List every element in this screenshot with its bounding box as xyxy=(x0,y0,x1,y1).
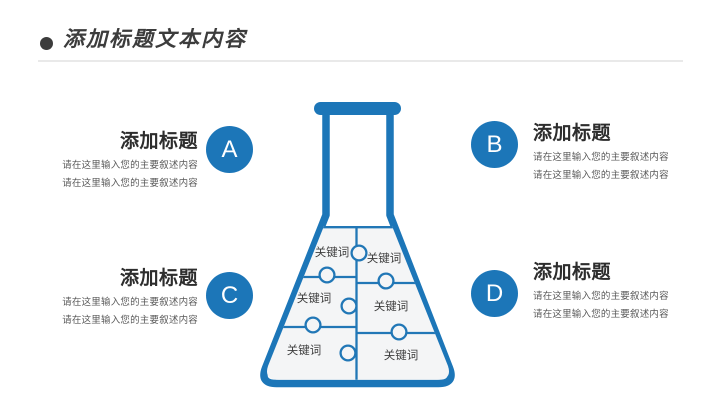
section-d-desc-line: 请在这里输入您的主要叙述内容 xyxy=(533,291,669,302)
section-c-title: 添加标题 xyxy=(119,268,198,289)
flask-keyword-label: 关键词 xyxy=(315,245,350,259)
puzzle-knob xyxy=(390,323,408,341)
section-a-desc-line: 请在这里输入您的主要叙述内容 xyxy=(62,178,198,189)
step-badge-d: D xyxy=(471,270,518,317)
section-d-title: 添加标题 xyxy=(533,262,612,283)
flask-keyword-label: 关键词 xyxy=(374,299,409,313)
flask-keyword-label: 关键词 xyxy=(384,348,419,362)
step-badge-a-letter: A xyxy=(221,135,238,163)
flask-rim xyxy=(314,102,401,115)
step-badge-a: A xyxy=(206,126,253,173)
flask-keyword-label: 关键词 xyxy=(287,343,322,357)
section-b: 添加标题 请在这里输入您的主要叙述内容 请在这里输入您的主要叙述内容 xyxy=(533,123,701,184)
section-a-desc-line: 请在这里输入您的主要叙述内容 xyxy=(62,160,198,171)
step-badge-b: B xyxy=(471,121,518,168)
section-c-desc-line: 请在这里输入您的主要叙述内容 xyxy=(62,315,198,326)
flask-icon: 关键词 关键词 关键词 关键词 关键词 关键词 xyxy=(260,102,455,388)
section-d: 添加标题 请在这里输入您的主要叙述内容 请在这里输入您的主要叙述内容 xyxy=(533,262,701,323)
section-b-desc-line: 请在这里输入您的主要叙述内容 xyxy=(533,170,669,181)
step-badge-c: C xyxy=(206,272,253,319)
puzzle-knob xyxy=(339,344,357,362)
page-title: 添加标题文本内容 xyxy=(63,28,247,51)
section-c: 添加标题 请在这里输入您的主要叙述内容 请在这里输入您的主要叙述内容 xyxy=(30,268,198,329)
puzzle-knob xyxy=(350,244,368,262)
section-c-desc-line: 请在这里输入您的主要叙述内容 xyxy=(62,297,198,308)
step-badge-d-letter: D xyxy=(485,279,504,307)
section-b-desc-line: 请在这里输入您的主要叙述内容 xyxy=(533,152,669,163)
puzzle-knob xyxy=(318,266,336,284)
puzzle-knob xyxy=(340,297,358,315)
flask-keyword-label: 关键词 xyxy=(297,291,332,305)
bullet-icon xyxy=(40,37,53,50)
step-badge-b-letter: B xyxy=(486,130,503,158)
section-a-title: 添加标题 xyxy=(119,131,198,152)
flask-keyword-label: 关键词 xyxy=(367,251,402,265)
step-badge-c-letter: C xyxy=(220,281,239,309)
section-d-desc-line: 请在这里输入您的主要叙述内容 xyxy=(533,309,669,320)
header-divider xyxy=(38,60,683,62)
flask-puzzle-illustration: 关键词 关键词 关键词 关键词 关键词 关键词 xyxy=(240,95,475,395)
section-a: 添加标题 请在这里输入您的主要叙述内容 请在这里输入您的主要叙述内容 xyxy=(30,131,198,192)
section-b-title: 添加标题 xyxy=(533,123,612,144)
puzzle-knob xyxy=(377,272,395,290)
puzzle-knob xyxy=(304,316,322,334)
